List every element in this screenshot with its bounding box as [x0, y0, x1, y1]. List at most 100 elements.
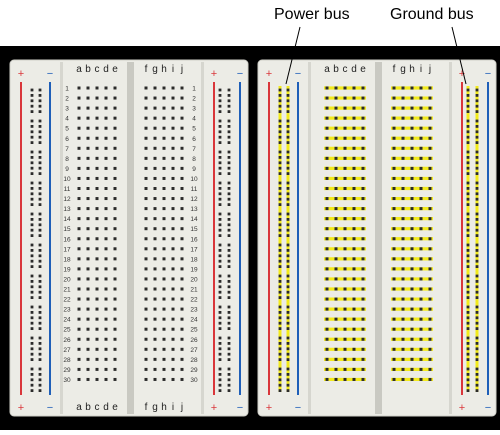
- hole: [428, 227, 432, 231]
- rail-minus-sign: −: [47, 68, 53, 80]
- hole: [401, 297, 405, 301]
- hole: [361, 176, 365, 180]
- hole: [77, 96, 81, 100]
- hole: [77, 106, 81, 110]
- rail-hole: [278, 265, 282, 268]
- rail-hole: [218, 94, 222, 97]
- hole: [361, 187, 365, 190]
- rail-hole: [466, 94, 470, 97]
- column-letter: c: [343, 64, 348, 75]
- hole: [95, 377, 99, 381]
- hole: [104, 267, 108, 271]
- rail-hole: [286, 119, 290, 123]
- hole: [104, 176, 108, 180]
- hole: [361, 367, 365, 371]
- column-letter: h: [161, 402, 167, 413]
- hole: [325, 227, 329, 231]
- rail-hole: [475, 156, 479, 159]
- rail-hole: [38, 358, 42, 361]
- rail-hole: [38, 125, 42, 128]
- hole: [180, 257, 184, 261]
- rail-hole: [286, 336, 290, 340]
- rail-hole: [466, 104, 470, 108]
- hole: [104, 237, 108, 241]
- hole: [104, 247, 108, 251]
- hole: [343, 267, 347, 271]
- hole: [171, 337, 175, 341]
- rail-hole: [227, 130, 231, 134]
- rail-hole: [466, 99, 470, 103]
- rail-hole: [278, 367, 282, 371]
- rail-hole: [38, 223, 42, 227]
- rail-hole: [466, 285, 470, 289]
- rail-divider: [308, 62, 311, 414]
- row-number: 3: [192, 106, 196, 113]
- row-number: 2: [192, 96, 196, 103]
- rail-hole: [30, 316, 34, 320]
- rail-plus-sign: +: [266, 68, 272, 80]
- rail-hole: [286, 389, 290, 392]
- hole: [113, 357, 117, 361]
- rail-minus-sign: −: [485, 68, 491, 80]
- power-bus-pointer: [285, 26, 301, 85]
- hole: [162, 347, 166, 351]
- hole: [428, 207, 432, 211]
- hole: [104, 166, 108, 170]
- hole: [162, 96, 166, 100]
- hole: [419, 106, 423, 110]
- hole: [392, 116, 396, 120]
- hole: [104, 377, 108, 381]
- rail-hole: [227, 321, 231, 325]
- rail-hole: [227, 125, 231, 128]
- rail-hole: [466, 373, 470, 376]
- rail-hole: [227, 228, 231, 232]
- rail-plus-sign: +: [459, 68, 465, 80]
- hole: [171, 136, 175, 140]
- hole: [95, 187, 99, 190]
- hole: [104, 297, 108, 301]
- rail-hole: [466, 305, 470, 309]
- hole: [392, 146, 396, 150]
- rail-hole: [38, 192, 42, 196]
- hole: [162, 237, 166, 241]
- hole: [86, 247, 90, 251]
- hole: [410, 327, 414, 331]
- rail-hole: [286, 305, 290, 309]
- rail-hole: [227, 110, 231, 113]
- column-letter: d: [351, 64, 357, 75]
- hole: [343, 146, 347, 150]
- rail-hole: [30, 187, 34, 190]
- column-letter: f: [145, 64, 148, 75]
- rail-hole: [278, 181, 282, 185]
- hole: [361, 327, 365, 331]
- rail-hole: [466, 218, 470, 221]
- hole: [104, 126, 108, 130]
- hole: [325, 136, 329, 140]
- row-number: 11: [191, 186, 198, 193]
- rail-hole: [227, 187, 231, 190]
- rail-hole: [38, 321, 42, 325]
- rail-hole: [278, 203, 282, 206]
- rail-hole: [475, 172, 479, 175]
- hole: [428, 187, 432, 190]
- hole: [171, 146, 175, 150]
- rail-hole: [227, 166, 231, 170]
- hole: [334, 146, 338, 150]
- hole: [77, 247, 81, 251]
- hole: [77, 327, 81, 331]
- hole: [171, 116, 175, 120]
- hole: [104, 86, 108, 90]
- hole: [144, 156, 148, 160]
- column-letter: c: [95, 402, 100, 413]
- row-number: 25: [63, 327, 71, 334]
- hole: [334, 277, 338, 281]
- hole: [325, 277, 329, 281]
- hole: [104, 347, 108, 351]
- hole: [86, 86, 90, 90]
- rail-hole: [227, 254, 231, 258]
- hole: [180, 357, 184, 361]
- column-letter: g: [152, 402, 158, 413]
- row-number: 4: [65, 116, 69, 123]
- rail-hole: [286, 94, 290, 97]
- rail-hole: [278, 197, 282, 201]
